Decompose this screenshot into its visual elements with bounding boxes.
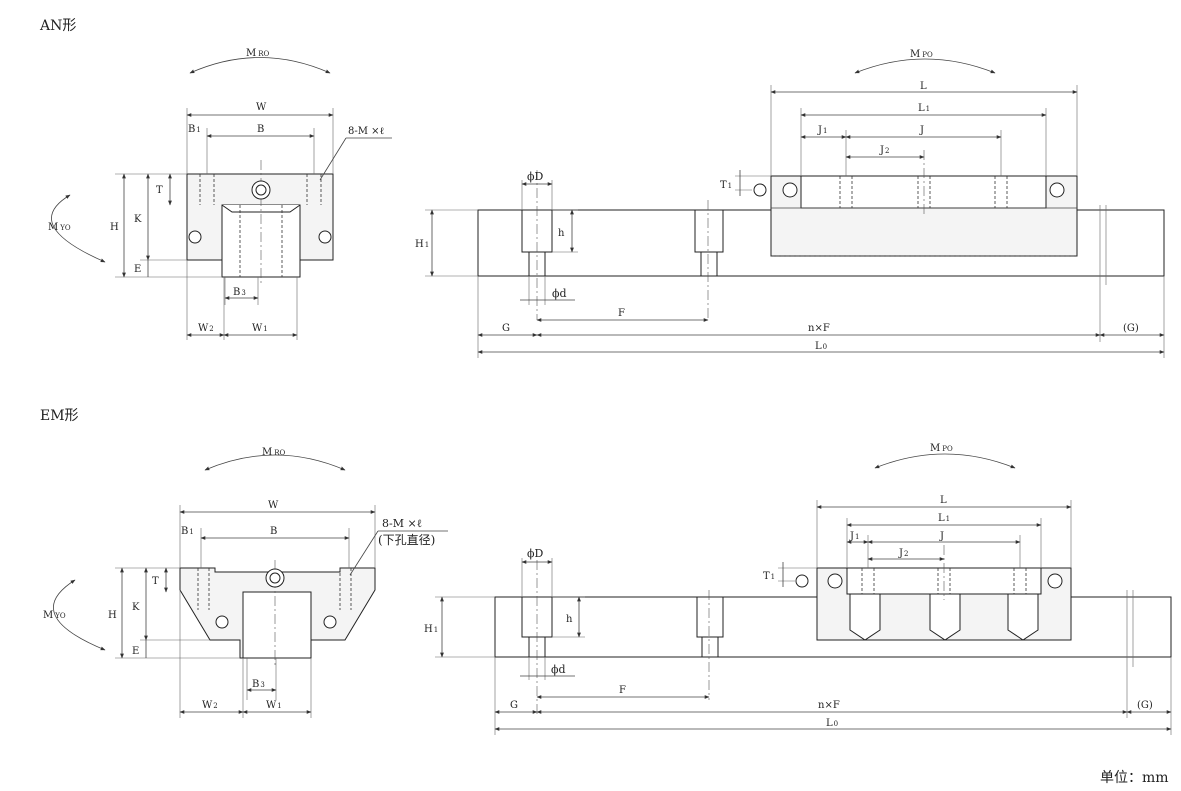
an-dim-j1: J1 [817, 125, 827, 136]
em-dim-j: J [939, 531, 944, 542]
an-dim-l: L [920, 81, 927, 92]
em-dim-j1: J1 [849, 531, 859, 542]
an-dim-k: K [134, 214, 142, 225]
an-dim-g: G [502, 323, 510, 334]
an-dim-f: F [618, 308, 625, 319]
an-dim-b3: B3 [233, 287, 246, 298]
em-dim-t: T [152, 576, 159, 587]
an-dim-j: J [919, 125, 924, 136]
an-dim-phid: ϕd [552, 287, 567, 300]
em-dim-h1: H1 [424, 624, 438, 635]
an-dim-j2: J2 [879, 145, 889, 156]
an-dim-b1: B1 [188, 124, 201, 135]
em-dim-w1: W1 [266, 700, 282, 711]
an-dim-h: H [110, 222, 119, 233]
em-dim-l: L [940, 495, 947, 506]
em-dim-gp: (G) [1137, 700, 1153, 711]
em-dim-b: B [270, 526, 277, 537]
em-dim-t1: T1 [763, 571, 775, 582]
em-dim-b1: B1 [181, 526, 194, 537]
an-dim-w2: W2 [198, 323, 214, 334]
unit-label: 单位：mm [1100, 770, 1169, 786]
em-dim-f: F [619, 685, 626, 696]
an-dim-t: T [156, 185, 163, 196]
title-em: EM形 [40, 408, 79, 424]
an-dim-e: E [134, 264, 141, 275]
title-an: AN形 [39, 18, 76, 34]
an-dim-phiD: ϕD [527, 170, 543, 183]
an-dim-l1: L1 [918, 103, 930, 114]
em-dim-g: G [510, 700, 518, 711]
an-dim-h1: H1 [415, 239, 429, 250]
em-dim-b3: B3 [252, 679, 265, 690]
an-dim-l0: L0 [815, 341, 827, 352]
an-dim-b: B [257, 124, 264, 135]
an-thread-label: 8-M ×ℓ [348, 126, 384, 137]
em-dim-h-small: h [566, 614, 573, 625]
em-dim-e: E [132, 646, 139, 657]
em-dim-nf: n×F [818, 700, 840, 711]
an-dim-t1: T1 [720, 180, 732, 191]
an-dim-w: W [256, 102, 267, 113]
em-dim-l1: L1 [938, 513, 950, 524]
em-dim-w: W [268, 500, 279, 511]
em-dim-phid: ϕd [551, 663, 566, 676]
em-dim-j2: J2 [898, 548, 908, 559]
em-dim-phiD: ϕD [527, 547, 543, 560]
an-dim-h-small: h [558, 228, 565, 239]
an-dim-w1: W1 [252, 323, 268, 334]
em-dim-w2: W2 [202, 700, 218, 711]
em-thread-label: 8-M ×ℓ [382, 517, 422, 530]
an-dim-gp: (G) [1123, 323, 1139, 334]
an-dim-nf: n×F [808, 323, 830, 334]
em-dim-l0: L0 [826, 718, 838, 729]
em-thread-note: (下孔直径) [378, 533, 435, 547]
em-dim-k: K [132, 602, 140, 613]
em-dim-h: H [108, 610, 117, 621]
